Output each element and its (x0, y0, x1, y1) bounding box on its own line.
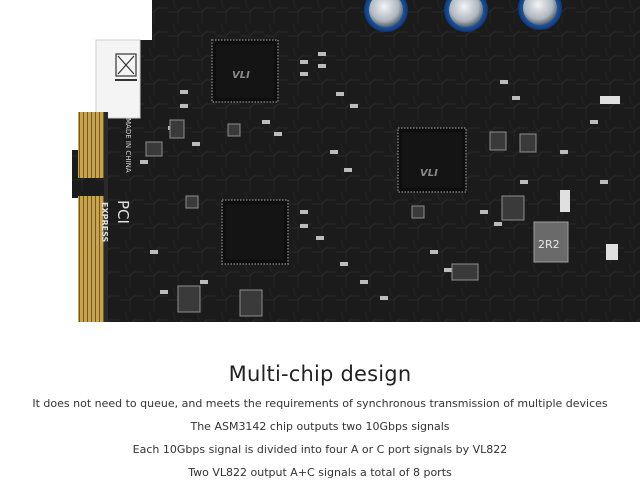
vl822-chip-1: VLI (211, 39, 279, 103)
capacitor-1 (364, 0, 408, 32)
description-line-3: Each 10Gbps signal is divided into four … (132, 443, 508, 456)
pcie-card-photo: MADE IN CHINA PCI EXPRESS VLI (72, 0, 640, 322)
recycle-mark-icon (115, 53, 137, 77)
edge-connector-short (78, 112, 104, 178)
chip-logo-text: VLI (420, 168, 438, 179)
asm3142-chip (221, 199, 289, 265)
capacitor-2 (444, 0, 488, 32)
express-logo-text: EXPRESS (100, 202, 109, 243)
chip-logo-text: VLI (232, 70, 250, 81)
pci-logo-text: PCI (114, 200, 132, 224)
pcie-card-illustration: MADE IN CHINA PCI EXPRESS VLI (72, 0, 640, 322)
inductor-mark-text: 2R2 (538, 238, 560, 251)
section-headline: Multi-chip design (228, 362, 412, 386)
description-line-4: Two VL822 output A+C signals a total of … (188, 466, 452, 479)
capacitor-3 (518, 0, 562, 30)
edge-connector-long (78, 196, 104, 322)
made-in-text: MADE IN CHINA (124, 118, 132, 173)
description-line-1: It does not need to queue, and meets the… (32, 397, 608, 410)
description-line-2: The ASM3142 chip outputs two 10Gbps sign… (190, 420, 450, 433)
inductor: 2R2 (533, 221, 569, 263)
vl822-chip-2: VLI (397, 127, 467, 193)
